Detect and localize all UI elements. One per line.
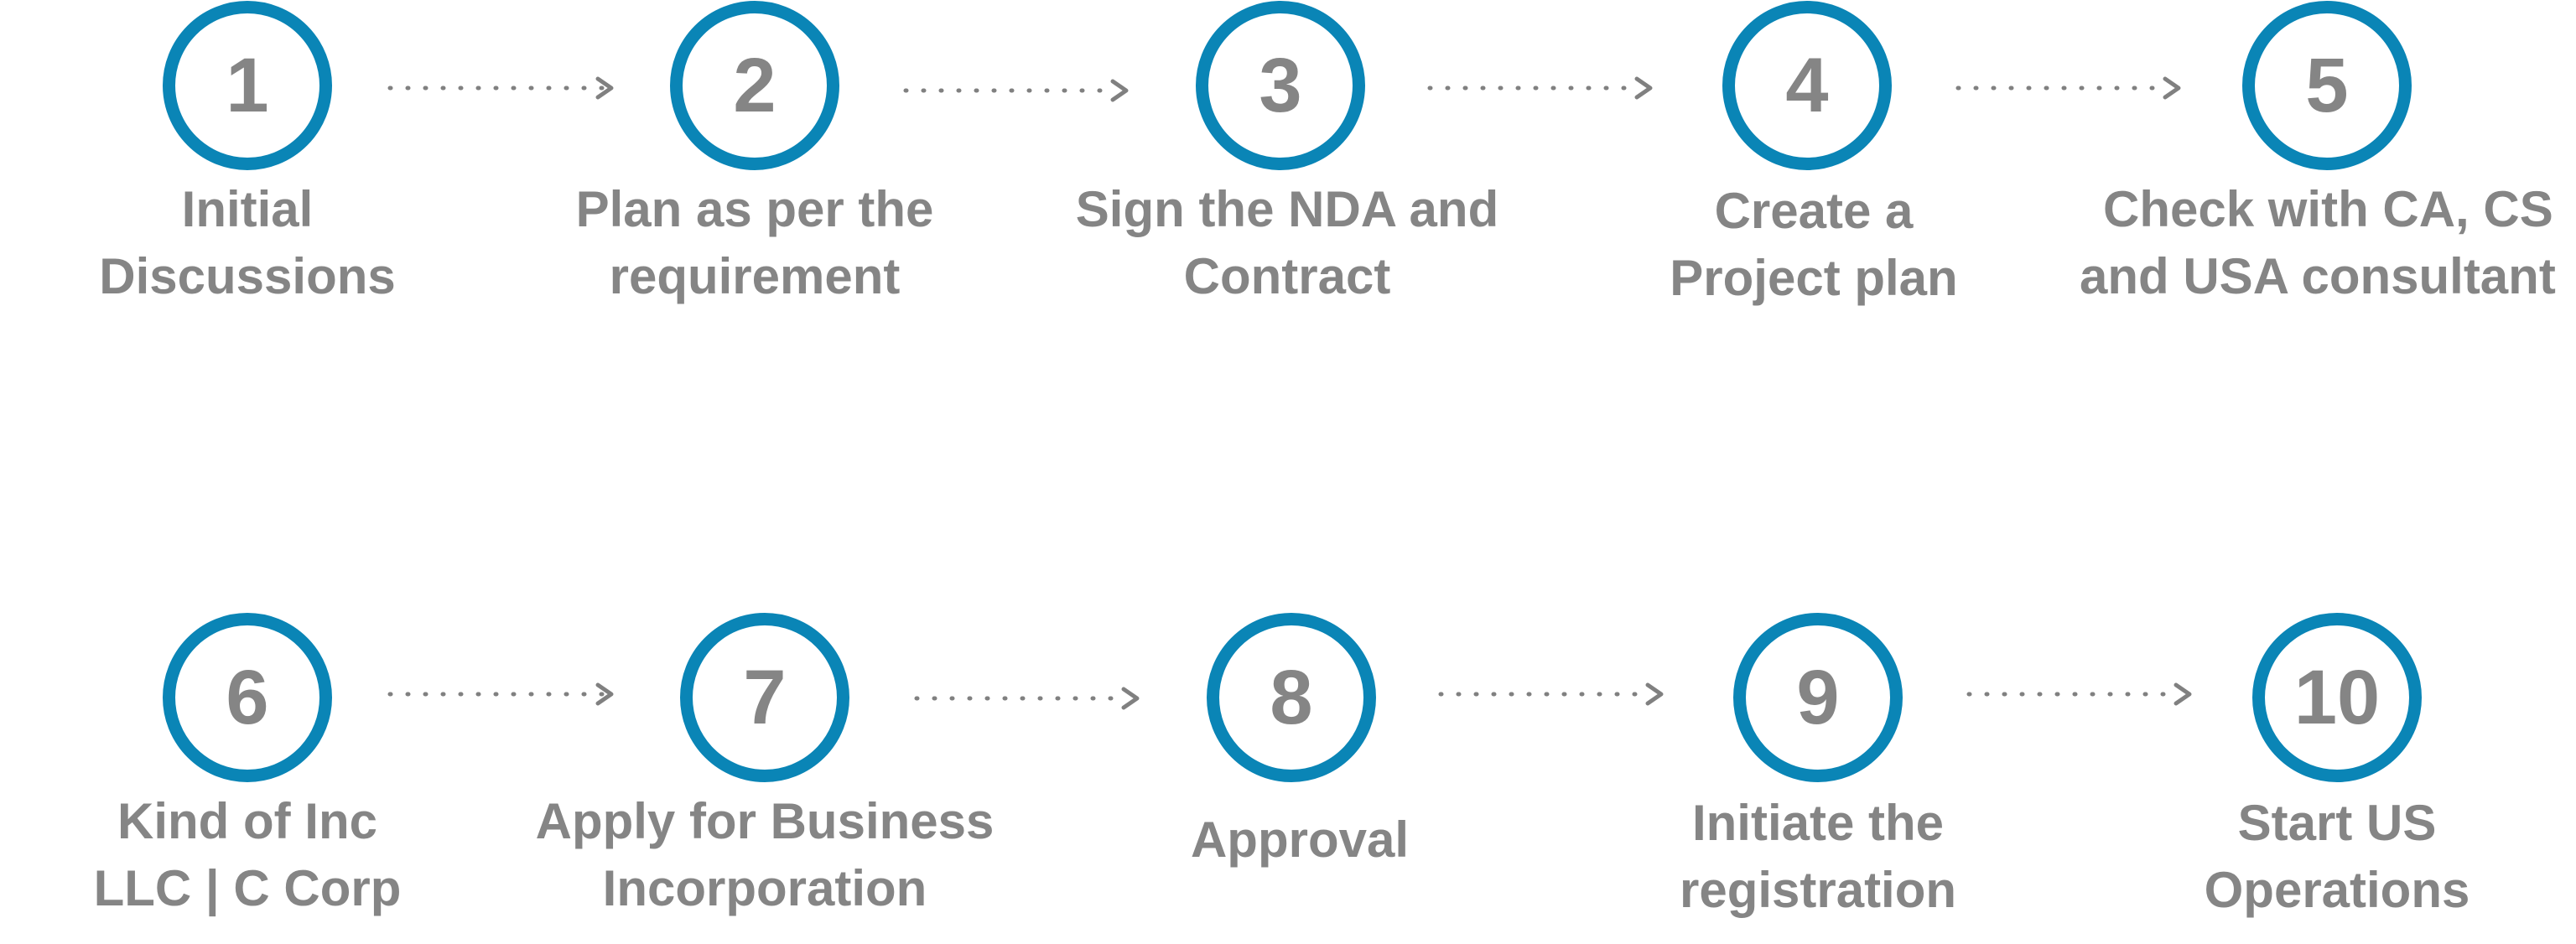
step-circle: 7 (680, 613, 849, 782)
step-label-line-2: Operations (2204, 862, 2470, 918)
connector-arrow-7-8 (914, 687, 1140, 710)
connector-arrow-3-4 (1427, 76, 1653, 100)
step-label-line-1: Apply for Business (535, 793, 995, 849)
step-label: Create a Project plan (1545, 178, 2082, 312)
step-number: 9 (1796, 655, 1840, 740)
step-label-line-1: Plan as per the (575, 181, 934, 237)
step-label-line-2: and USA consultant (2080, 248, 2556, 304)
step-label-line-1: Sign the NDA and (1075, 181, 1499, 237)
step-circle: 2 (670, 1, 839, 170)
step-label: Kind of Inc LLC | C Corp (0, 788, 516, 922)
step-label: Sign the NDA and Contract (1019, 176, 1555, 310)
connector-arrow-6-7 (387, 682, 614, 706)
step-number: 8 (1270, 655, 1313, 740)
step-circle: 4 (1722, 1, 1892, 170)
step-label-line-1: Initial (181, 181, 314, 237)
connector-arrow-4-5 (1955, 76, 2181, 100)
connector-arrow-8-9 (1438, 682, 1664, 706)
step-circle: 5 (2242, 1, 2412, 170)
step-label-line-1: Check with CA, CS (2103, 181, 2553, 237)
step-number: 7 (743, 655, 787, 740)
step-label-line-2: registration (1679, 862, 1957, 918)
step-label: Check with CA, CS and USA consultant (2080, 176, 2576, 310)
step-label: Start US Operations (2102, 790, 2572, 924)
step-label-line-1: Kind of Inc (117, 793, 377, 849)
connector-arrow-9-10 (1966, 682, 2192, 706)
step-number: 1 (226, 43, 269, 128)
step-label: Apply for Business Incorporation (496, 788, 1033, 922)
step-number: 10 (2293, 655, 2381, 740)
step-label-line-2: Discussions (99, 248, 396, 304)
connector-arrow-2-3 (903, 79, 1129, 102)
step-label: Plan as per the requirement (486, 176, 1023, 310)
step-circle: 9 (1733, 613, 1903, 782)
step-circle: 6 (163, 613, 332, 782)
step-circle: 8 (1207, 613, 1376, 782)
step-circle: 3 (1196, 1, 1365, 170)
step-circle: 1 (163, 1, 332, 170)
step-label-line-2: requirement (609, 248, 901, 304)
step-label: Initiate the registration (1550, 790, 2086, 924)
step-label-line-1: Start US (2237, 795, 2437, 851)
connector-arrow-1-2 (387, 76, 614, 100)
step-number: 5 (2305, 43, 2349, 128)
step-label-line-2: Contract (1183, 248, 1391, 304)
step-label-line-2: Incorporation (602, 860, 927, 916)
step-number: 4 (1785, 43, 1829, 128)
step-circle: 10 (2252, 613, 2422, 782)
step-label-line-1: Create a (1714, 183, 1914, 239)
step-label-line-2: LLC | C Corp (93, 860, 402, 916)
step-label: Approval (1031, 807, 1568, 874)
step-label: Initial Discussions (0, 176, 516, 310)
step-label-line-2: Project plan (1670, 250, 1958, 306)
step-number: 6 (226, 655, 269, 740)
step-label-line-1: Approval (1190, 812, 1410, 868)
step-label-line-1: Initiate the (1691, 795, 1945, 851)
step-number: 2 (733, 43, 776, 128)
step-number: 3 (1259, 43, 1302, 128)
